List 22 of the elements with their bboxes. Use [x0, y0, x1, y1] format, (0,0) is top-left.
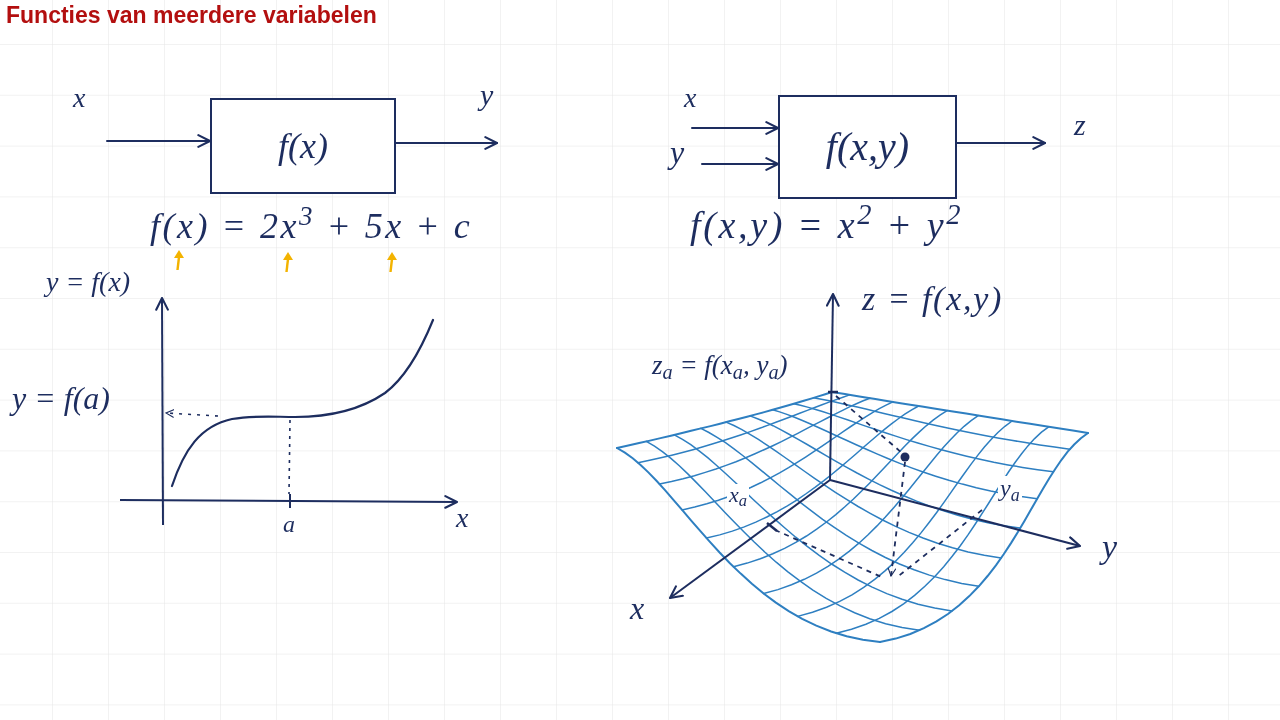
- arrow: [701, 157, 780, 171]
- equation: f(x) = 2x$^{3}$ + 5x + c: [150, 208, 473, 244]
- function-box: [778, 95, 957, 199]
- tick-label: a: [283, 512, 295, 536]
- point-label: x$_{a}$: [727, 484, 749, 506]
- variable-label: x: [73, 84, 86, 112]
- variable-label: x: [684, 84, 697, 112]
- title: Functies van meerdere variabelen: [6, 1, 377, 30]
- arrow: [691, 121, 780, 135]
- arrow: [106, 134, 212, 148]
- variable-label: z: [1074, 110, 1086, 140]
- function-box: [210, 98, 396, 194]
- arrow: [395, 136, 499, 150]
- point-value-label: z$_{a}$ = f(x$_{a}$, y$_{a}$): [652, 352, 788, 379]
- axis-label: x: [456, 504, 469, 532]
- arrow: [956, 136, 1047, 150]
- point-label: y$_{a}$: [998, 476, 1022, 500]
- axis-label: x: [630, 592, 645, 624]
- function-label: f(x,y): [825, 127, 910, 167]
- equation: f(x,y) = x$^{2}$ + y$^{2}$: [690, 206, 964, 244]
- axis-title: z = f(x,y): [862, 282, 1003, 316]
- function-label: f(x): [278, 128, 328, 164]
